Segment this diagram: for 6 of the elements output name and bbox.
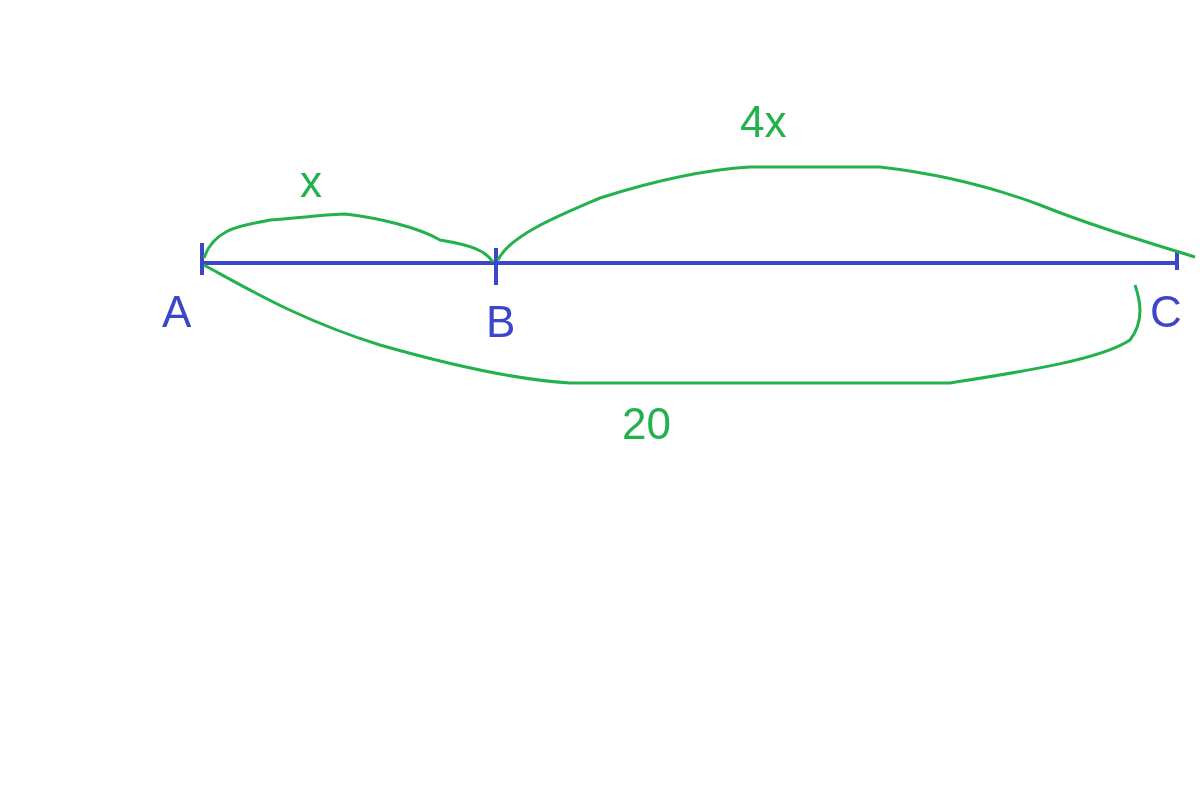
dimension-label: 4x (740, 100, 787, 144)
point-label: B (486, 300, 516, 344)
dimension-label: 20 (622, 402, 671, 446)
point-label: A (162, 290, 192, 334)
dimension-label: x (300, 160, 322, 204)
point-label: C (1150, 290, 1182, 334)
